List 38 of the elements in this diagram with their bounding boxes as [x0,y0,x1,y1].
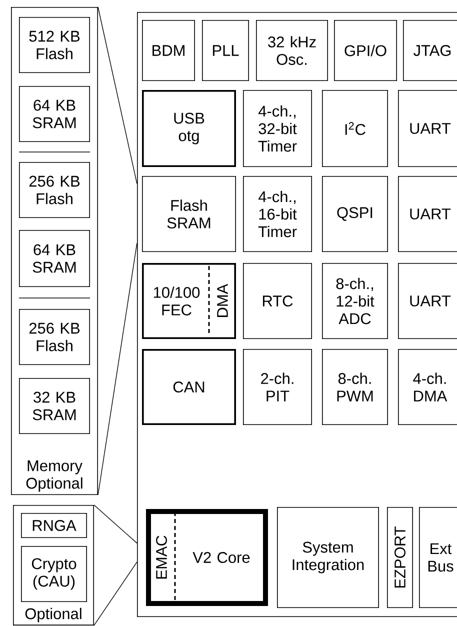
block-box: Ext Bus [419,507,457,608]
block-box: PLL [202,20,249,81]
zoom-line [94,562,138,626]
ethernet-block: 10/100 FEC DMA [142,263,236,339]
zoom-line [94,504,138,544]
block-box: 4-ch. DMA [398,349,457,425]
block-box: JTAG [403,20,457,81]
core-block: V2 Core EMAC [146,509,268,606]
block-box: UART [398,176,457,252]
block-box: UART [398,263,457,339]
block-box: RNGA [21,513,87,538]
block-box: BDM [142,20,195,81]
block-box: 32 kHz Osc. [256,20,328,81]
block-box: RTC [243,263,312,339]
block-box: I$^{2}$C [322,90,388,168]
block-box: 8-ch. PWM [322,349,388,425]
block-box: QSPI [322,176,388,252]
block-box: EZPORT [387,507,413,608]
block-box: GPI/O [334,20,397,81]
block-box: Flash SRAM [142,176,236,252]
block-box: 256 KB Flash [19,162,90,218]
block-box: 64 KB SRAM [19,230,90,287]
block-box: CAN [142,349,236,425]
zoom-line [98,6,138,184]
block-box: USB otg [142,90,236,167]
block-box: UART [398,90,457,168]
chip-box [137,12,457,617]
block-box: 8-ch., 12-bit ADC [322,263,388,339]
block-box: 4-ch., 16-bit Timer [243,176,312,252]
block-box: 64 KB SRAM [19,86,90,142]
block-box: 512 KB Flash [19,17,90,73]
block-box: 256 KB Flash [19,309,90,365]
block-box: System Integration [277,507,379,608]
block-box: 32 KB SRAM [19,378,90,434]
block-box: Crypto (CAU) [21,546,87,602]
block-box: 2-ch. PIT [243,349,312,425]
zoom-line [98,242,138,496]
block-box: 4-ch., 32-bit Timer [243,90,312,168]
